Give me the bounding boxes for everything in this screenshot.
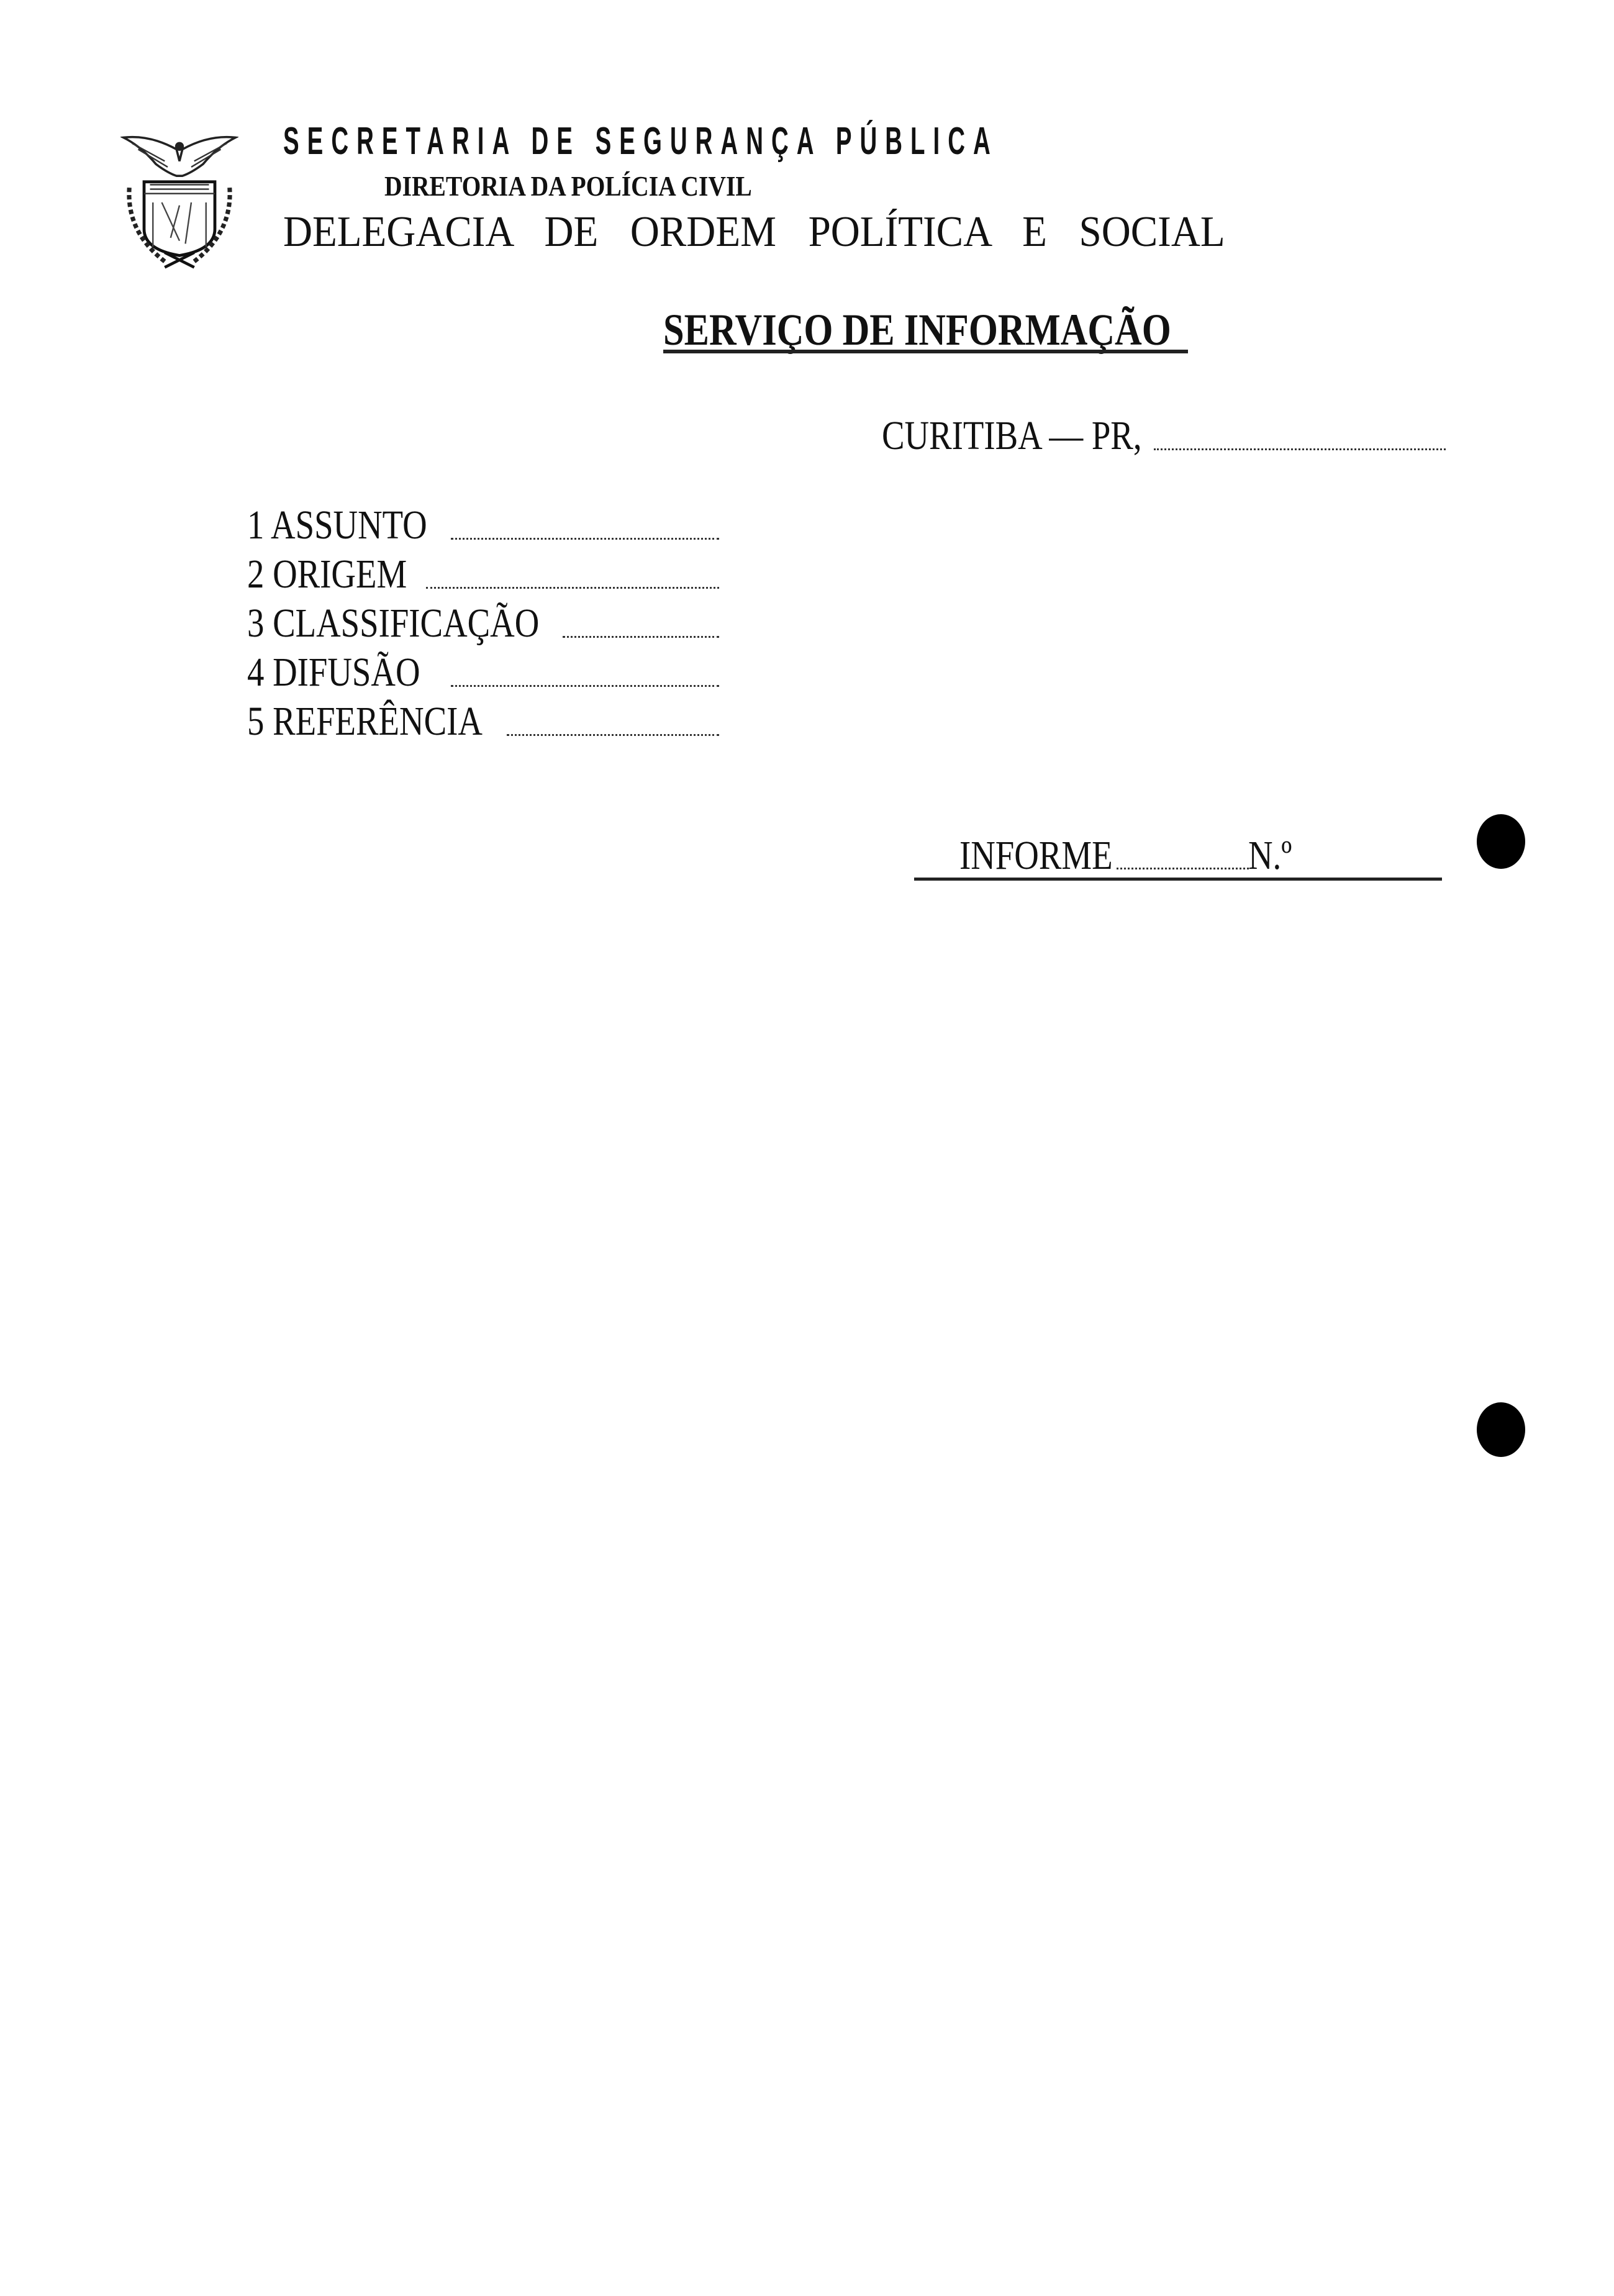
date-blank-line[interactable] — [1154, 448, 1446, 450]
field-blank-line[interactable] — [507, 734, 719, 736]
coat-of-arms-emblem — [120, 135, 238, 269]
place-date-label: CURITIBA — PR, — [882, 413, 1142, 458]
secretaria-heading: SECRETARIA DE SEGURANÇA PÚBLICA — [283, 120, 999, 163]
field-label: 3 CLASSIFICAÇÃO — [247, 601, 540, 646]
field-origem: 2 ORIGEM — [247, 551, 719, 597]
diretoria-heading: DIRETORIA DA POLÍCIA CIVIL — [384, 170, 752, 202]
punch-hole — [1477, 814, 1525, 869]
field-label: 2 ORIGEM — [247, 551, 407, 597]
field-blank-line[interactable] — [426, 587, 719, 589]
title-underline — [663, 350, 1188, 353]
field-classificacao: 3 CLASSIFICAÇÃO — [247, 600, 719, 646]
informe-number-blank[interactable] — [1117, 868, 1249, 869]
field-difusao: 4 DIFUSÃO — [247, 649, 719, 695]
field-blank-line[interactable] — [451, 538, 719, 540]
informe-label: INFORME — [959, 833, 1113, 878]
field-referencia: 5 REFERÊNCIA — [247, 698, 719, 744]
delegacia-heading: DELEGACIA DE ORDEM POLÍTICA E SOCIAL — [283, 208, 1225, 256]
field-assunto: 1 ASSUNTO — [247, 502, 719, 548]
field-label: 5 REFERÊNCIA — [247, 699, 483, 744]
informe-number-label: N.º — [1248, 833, 1292, 878]
punch-hole — [1477, 1402, 1525, 1457]
field-label: 4 DIFUSÃO — [247, 650, 420, 695]
informe-underline — [914, 878, 1442, 881]
field-blank-line[interactable] — [563, 636, 719, 638]
document-title: SERVIÇO DE INFORMAÇÃO — [663, 305, 1171, 355]
field-blank-line[interactable] — [451, 685, 719, 687]
field-label: 1 ASSUNTO — [247, 502, 427, 548]
